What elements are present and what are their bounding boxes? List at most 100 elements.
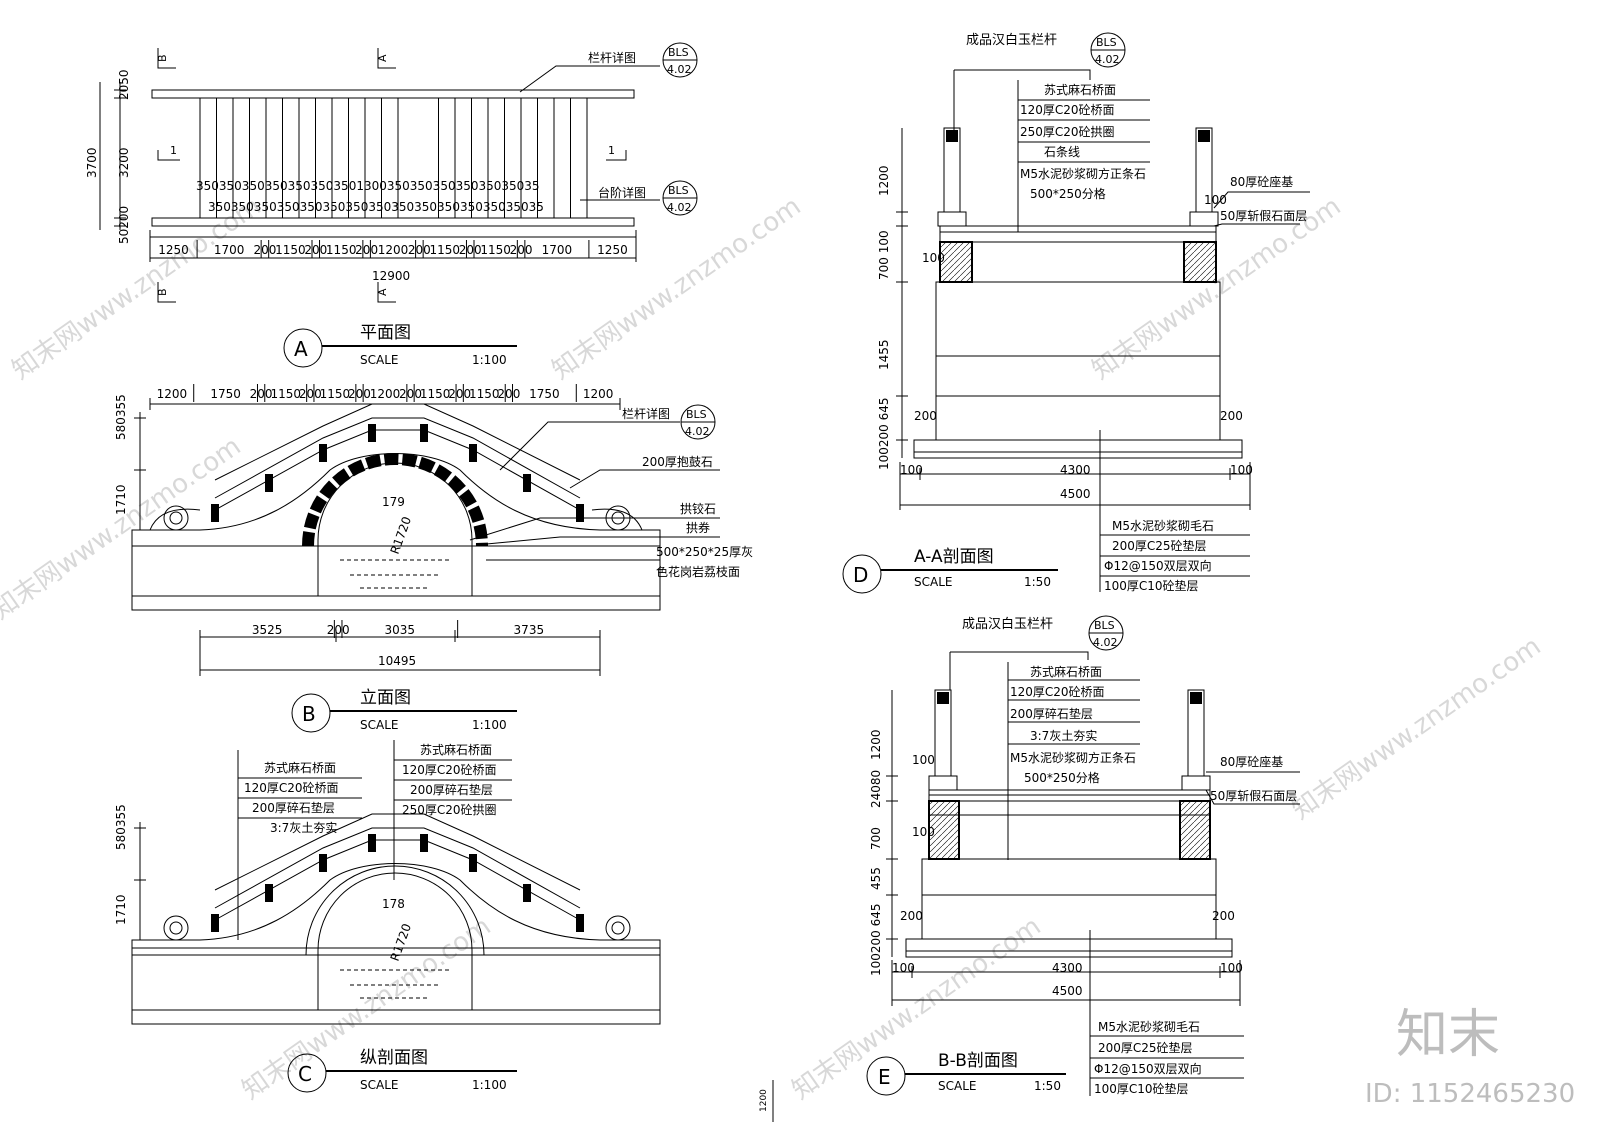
title-badge-letter: E bbox=[878, 1065, 891, 1089]
detail-ref-top: BLS bbox=[686, 408, 707, 421]
scale-label: SCALE bbox=[360, 718, 398, 732]
watermark: 知末网www.znzmo.com bbox=[1087, 191, 1347, 385]
detail-ref-top: BLS bbox=[1094, 619, 1115, 632]
scale-label: SCALE bbox=[914, 575, 952, 589]
aa-note: 石条线 bbox=[1044, 145, 1080, 159]
scale-value: 1:50 bbox=[1034, 1079, 1061, 1093]
dim-label: 1250 bbox=[158, 243, 189, 257]
detail-ref-bottom: 4.02 bbox=[685, 425, 710, 438]
drum-stone-right bbox=[605, 915, 631, 941]
section-note: 苏式麻石桥面 bbox=[264, 760, 336, 775]
plan-dim: 3700 bbox=[85, 147, 99, 178]
plan-dim: 3200 bbox=[117, 147, 131, 178]
drum-stone-left bbox=[163, 915, 189, 941]
section-mark-1: 1 bbox=[608, 144, 615, 157]
scale-value: 1:50 bbox=[1024, 575, 1051, 589]
aa-side-note: 50厚斩假石面层 bbox=[1220, 209, 1307, 223]
dim-label: 1700 bbox=[542, 243, 573, 257]
title-badge bbox=[866, 1056, 906, 1096]
view-title: A-A剖面图 bbox=[914, 547, 994, 567]
bb-side-note: 80厚砼座基 bbox=[1220, 754, 1283, 769]
bb-dim: 700 bbox=[869, 827, 883, 850]
section-mark-a: A bbox=[376, 288, 389, 296]
elevation-dim: 1710 bbox=[114, 484, 128, 515]
detail-ref-bottom: 4.02 bbox=[1095, 53, 1120, 66]
title-badge-letter: B bbox=[302, 702, 316, 726]
railing-post bbox=[368, 834, 376, 852]
railing-post bbox=[420, 424, 428, 442]
elevation-note: 色花岗岩荔枝面 bbox=[656, 564, 740, 579]
title-badge-letter: C bbox=[298, 1062, 312, 1086]
title-badge bbox=[291, 693, 331, 733]
aa-total-dim: 4500 bbox=[1060, 487, 1091, 501]
plan-view: B A B A 1 1 2050 3200 50200 3700 3503503… bbox=[85, 42, 698, 368]
section-dim: 580355 bbox=[114, 804, 128, 850]
railing-post bbox=[319, 854, 327, 872]
detail-ref-top: BLS bbox=[1096, 36, 1117, 49]
dim-label: 1750 bbox=[210, 387, 241, 401]
section-note: 3:7灰土夯实 bbox=[270, 820, 337, 835]
drum-stone-left bbox=[163, 505, 189, 531]
dim-label: 1200 bbox=[378, 243, 409, 257]
dim-label: 1150 bbox=[420, 387, 451, 401]
elevation-base-slab bbox=[131, 595, 661, 611]
dim-label: 1150 bbox=[430, 243, 461, 257]
bb-foundation-note: 200厚C25砼垫层 bbox=[1098, 1040, 1193, 1055]
scale-value: 1:100 bbox=[472, 1078, 507, 1092]
aa-small-dim: 200 bbox=[1220, 409, 1243, 423]
bb-small-dim: 200 bbox=[1212, 909, 1235, 923]
title-badge bbox=[283, 328, 323, 368]
section-note: 120厚C20砼桥面 bbox=[402, 763, 497, 777]
plan-steps bbox=[199, 98, 588, 218]
dim-label: 200 bbox=[250, 387, 273, 401]
scale-value: 1:100 bbox=[472, 718, 507, 732]
detail-ref-top: BLS bbox=[668, 184, 689, 197]
railing-post bbox=[576, 504, 584, 522]
brand-logo: 知末 bbox=[1396, 1005, 1500, 1065]
watermark: 知末网www.znzmo.com bbox=[7, 191, 267, 385]
aa-dim: 700 100 bbox=[877, 230, 891, 280]
bb-bottom-dim: 100 bbox=[892, 961, 915, 975]
bb-note: M5水泥砂浆砌方正条石 bbox=[1010, 750, 1136, 765]
bb-note: 200厚碎石垫层 bbox=[1010, 706, 1093, 721]
aa-foundation-note: 100厚C10砼垫层 bbox=[1104, 578, 1199, 593]
dim-label: 1150 bbox=[326, 243, 357, 257]
view-title: 纵剖面图 bbox=[360, 1048, 428, 1068]
watermark-layer: 知末网www.znzmo.com 知末网www.znzmo.com 知末网www… bbox=[0, 191, 1547, 1105]
aa-foundation-note: Φ12@150双层双向 bbox=[1104, 558, 1212, 573]
plan-railing-note: 栏杆详图 bbox=[588, 50, 636, 65]
dim-label: 3735 bbox=[514, 623, 545, 637]
aa-dim: 100200 645 bbox=[877, 397, 891, 470]
bb-small-dim: 200 bbox=[900, 909, 923, 923]
dim-label: 200 bbox=[408, 243, 431, 257]
watermark: 知末网www.znzmo.com bbox=[0, 431, 247, 625]
dim-label: 200 bbox=[459, 243, 482, 257]
bb-bottom-dim: 4300 bbox=[1052, 961, 1083, 975]
elevation-masonry bbox=[131, 453, 661, 547]
railing-label: 成品汉白玉栏杆 bbox=[966, 32, 1057, 48]
id-label: ID: 1152465230 bbox=[1365, 1079, 1575, 1109]
dim-label: 3525 bbox=[252, 623, 283, 637]
dim-label: 1200 bbox=[157, 387, 188, 401]
bb-dim: 1200 bbox=[869, 729, 883, 760]
aa-note: 苏式麻石桥面 bbox=[1044, 82, 1116, 97]
railing-post bbox=[469, 854, 477, 872]
section-mark-1: 1 bbox=[170, 144, 177, 157]
elevation-note: 拱券 bbox=[686, 520, 710, 535]
section-note: 250厚C20砼拱圈 bbox=[402, 803, 497, 817]
aa-bottom-dim: 100 bbox=[1230, 463, 1253, 477]
bb-masonry bbox=[921, 858, 1217, 896]
scale-value: 1:100 bbox=[472, 353, 507, 367]
dim-label: 200 bbox=[355, 243, 378, 257]
aa-side-note: 80厚砼座基 bbox=[1230, 174, 1293, 189]
bb-foundation-note: M5水泥砂浆砌毛石 bbox=[1098, 1019, 1200, 1034]
aa-small-dim: 100 bbox=[922, 251, 945, 265]
elevation-railing bbox=[214, 429, 581, 511]
section-note: 200厚碎石垫层 bbox=[252, 800, 335, 815]
plan-dim: 2050 bbox=[117, 69, 131, 100]
dim-label: 200 bbox=[448, 387, 471, 401]
dim-label: 1250 bbox=[597, 243, 628, 257]
watermark: 知末网www.znzmo.com bbox=[1287, 631, 1547, 825]
arch-dim: 179 bbox=[382, 495, 405, 509]
dim-label: 3035 bbox=[385, 623, 416, 637]
